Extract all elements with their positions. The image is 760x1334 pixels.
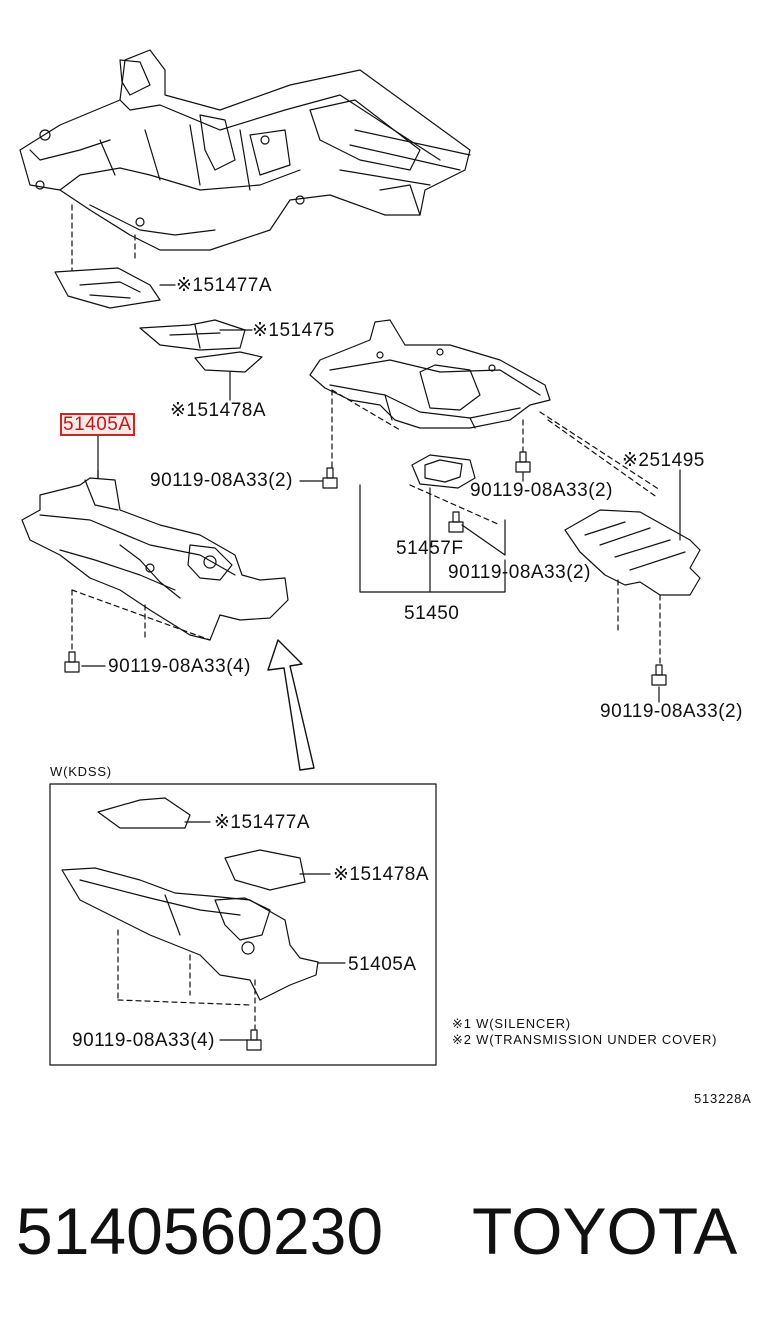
callout-51457F: 51457F: [396, 538, 464, 559]
vehicle-frame-drawing: [19, 49, 471, 251]
bolt-icon: [651, 664, 667, 686]
figure-id: 513228A: [694, 1091, 752, 1106]
callout-51475: ※151475: [252, 320, 335, 341]
callout-51405A-highlighted[interactable]: 51405A: [60, 413, 135, 436]
callout-51495: ※251495: [622, 450, 705, 471]
part-51477A-drawing: [54, 267, 161, 309]
part-51478A-drawing: [194, 351, 263, 373]
bolt-icons: [64, 451, 667, 1051]
part-51450-leader: [359, 484, 506, 593]
bolt-icon: [246, 1029, 262, 1051]
footnote-silencer: ※1 W(SILENCER): [452, 1016, 571, 1031]
bolt-icon: [322, 467, 338, 489]
part-51450-drawing: [309, 319, 551, 429]
kdss-variant-arrow: [267, 639, 315, 771]
part-51405A-drawing: [21, 469, 289, 641]
bolt-icon: [448, 511, 464, 533]
footnote-transmission-cover: ※2 W(TRANSMISSION UNDER COVER): [452, 1032, 718, 1047]
inset-callout-51405A: 51405A: [348, 954, 417, 975]
kdss-inset-box: [49, 783, 437, 1066]
bolt-icon: [515, 451, 531, 473]
inset-callout-51477A: ※151477A: [214, 812, 310, 833]
callout-bolt-90119-08A33-left: 90119-08A33(2): [150, 470, 293, 491]
brand-name: TOYOTA: [472, 1194, 738, 1268]
callout-51478A: ※151478A: [170, 400, 266, 421]
part-51475-drawing: [139, 319, 246, 351]
bolt-icon: [64, 651, 80, 673]
inset-callout-bolt: 90119-08A33(4): [72, 1030, 215, 1051]
callout-51477A: ※151477A: [176, 275, 272, 296]
part-51457F-drawing: [411, 454, 476, 489]
callout-bolt-90119-08A33-bottom-right: 90119-08A33(2): [600, 701, 743, 722]
inset-callout-51478A: ※151478A: [333, 864, 429, 885]
callout-51450: 51450: [404, 603, 460, 624]
assembly-guide-lines: [71, 204, 661, 666]
part-51495-drawing: [564, 469, 701, 596]
leader-lines: [81, 284, 660, 703]
callout-bolt-90119-08A33-center: 90119-08A33(2): [448, 562, 591, 583]
callout-bolt-90119-08A33-4: 90119-08A33(4): [108, 656, 251, 677]
callout-bolt-90119-08A33-right: 90119-08A33(2): [470, 480, 613, 501]
inset-title: W(KDSS): [50, 764, 112, 779]
part-number: 5140560230: [16, 1194, 384, 1268]
